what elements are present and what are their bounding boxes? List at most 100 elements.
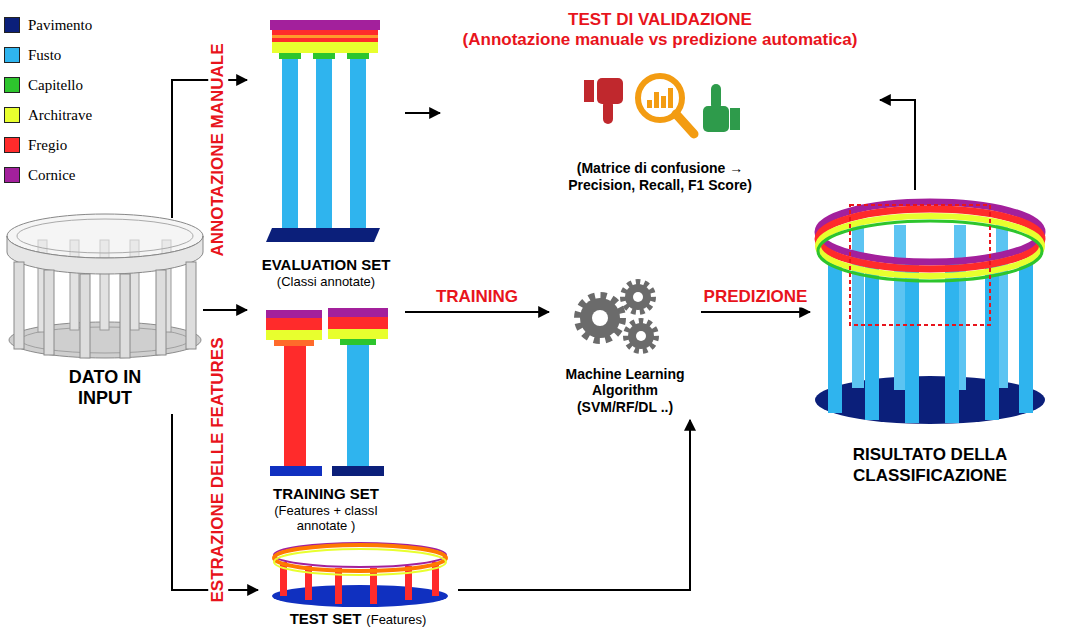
node-text: RISULTATO DELLA CLASSIFICAZIONE bbox=[830, 445, 1030, 486]
legend-text: Pavimento bbox=[28, 17, 92, 34]
test-illustration-part bbox=[405, 566, 412, 600]
flow-node: TEST DI VALIDAZIONE(Annotazione manuale … bbox=[440, 6, 880, 198]
legend-swatch bbox=[4, 167, 20, 183]
gear-icon bbox=[578, 282, 656, 351]
connector-arrow bbox=[203, 309, 247, 311]
result-illustration-part bbox=[905, 262, 919, 423]
legend-row: Cornice bbox=[4, 160, 92, 190]
section-label: ESTRAZIONE DELLE FEATURES bbox=[208, 334, 228, 605]
validation-icons-part bbox=[597, 78, 623, 104]
gear-icon-part-part bbox=[628, 323, 654, 349]
legend-text: Cornice bbox=[28, 167, 75, 184]
legend-text: Capitello bbox=[28, 77, 83, 94]
node-text: TEST SET bbox=[290, 610, 362, 628]
connector-arrow bbox=[880, 100, 915, 190]
temple-wireframe bbox=[7, 214, 203, 358]
validation-icons-part bbox=[711, 84, 721, 110]
temple-wireframe-part bbox=[80, 274, 90, 358]
connector-arrow bbox=[405, 112, 440, 114]
legend-swatch bbox=[4, 107, 20, 123]
result-illustration bbox=[815, 202, 1045, 424]
node-text: (Matrice di confusione → Precision, Reca… bbox=[553, 160, 768, 194]
legend-text: Fregio bbox=[28, 137, 67, 154]
connector-arrow bbox=[405, 311, 549, 313]
evaluation-illustration-part bbox=[347, 53, 369, 59]
gear-icon-part bbox=[623, 282, 653, 312]
test-illustration-part bbox=[305, 566, 312, 600]
training-illustration-part bbox=[328, 308, 388, 317]
legend-text: Fusto bbox=[28, 47, 61, 64]
training-illustration-part bbox=[328, 317, 388, 329]
temple-wireframe-part bbox=[17, 219, 193, 253]
validation-icons-part bbox=[730, 108, 740, 130]
result-illustration-part bbox=[945, 262, 959, 423]
result-illustration-part bbox=[894, 225, 906, 390]
evaluation-illustration-part bbox=[350, 58, 366, 228]
legend-swatch bbox=[4, 17, 20, 33]
gear-icon-part-part bbox=[623, 282, 653, 312]
temple-wireframe-part bbox=[14, 262, 24, 349]
flow-node: TRAINING SET(Features + classI annotate … bbox=[247, 300, 405, 538]
validation-icons-part bbox=[676, 114, 694, 134]
flow-node: DATO IN INPUT bbox=[7, 218, 203, 414]
temple-wireframe-part bbox=[44, 270, 54, 355]
result-illustration-part bbox=[865, 262, 879, 420]
result-illustration-part bbox=[1019, 262, 1033, 413]
gear-icon-part bbox=[626, 321, 656, 351]
training-illustration-part bbox=[328, 329, 388, 339]
validation-icons-part bbox=[603, 100, 613, 124]
node-text: (Annotazione manuale vs predizione autom… bbox=[463, 30, 858, 50]
training-illustration-part bbox=[347, 345, 369, 466]
section-label: ANNOTAZIONE MANUALE bbox=[208, 40, 228, 259]
test-illustration-part bbox=[370, 568, 377, 604]
legend-text: Architrave bbox=[28, 107, 92, 124]
legend-row: Pavimento bbox=[4, 10, 92, 40]
training-illustration bbox=[266, 308, 388, 476]
legend: PavimentoFustoCapitelloArchitraveFregioC… bbox=[4, 10, 92, 190]
gear-icon-part-part bbox=[592, 310, 608, 326]
gear-icon-part bbox=[578, 296, 622, 340]
gear-icon-part-part bbox=[626, 321, 656, 351]
temple-wireframe-part bbox=[120, 274, 130, 358]
training-illustration-part bbox=[270, 466, 322, 476]
result-illustration-part bbox=[985, 262, 999, 420]
legend-swatch bbox=[4, 47, 20, 63]
result-illustration-part bbox=[818, 221, 1042, 281]
validation-icons-part bbox=[584, 80, 594, 102]
evaluation-illustration-part bbox=[313, 53, 335, 59]
node-text: TRAINING SET bbox=[273, 485, 379, 503]
validation-icons-part bbox=[661, 96, 666, 108]
temple-wireframe-part bbox=[7, 236, 203, 274]
gear-icon-part-part bbox=[636, 331, 646, 341]
result-illustration-part bbox=[818, 216, 1042, 276]
validation-icons-part bbox=[647, 100, 652, 108]
training-illustration-part bbox=[266, 330, 322, 340]
flow-node: RISULTATO DELLA CLASSIFICAZIONE bbox=[810, 190, 1050, 490]
edge-label: TRAINING bbox=[434, 287, 520, 307]
legend-row: Fusto bbox=[4, 40, 92, 70]
legend-swatch bbox=[4, 137, 20, 153]
training-illustration-part bbox=[274, 340, 314, 346]
node-text: DATO IN INPUT bbox=[43, 367, 168, 410]
gear-icon-part-part bbox=[580, 298, 620, 338]
node-text: TEST DI VALIDAZIONE bbox=[568, 10, 752, 30]
node-text: (Classi annotate) bbox=[253, 274, 399, 290]
training-illustration-part bbox=[284, 346, 306, 466]
result-illustration-part bbox=[850, 205, 990, 325]
training-illustration-part bbox=[340, 339, 376, 345]
temple-wireframe-part bbox=[156, 270, 166, 355]
evaluation-illustration-part bbox=[279, 53, 301, 59]
node-text: Machine Learning Algorithm (SVM/RF/DL ..… bbox=[555, 366, 695, 416]
node-text: EVALUATION SET bbox=[262, 256, 391, 274]
evaluation-illustration-part bbox=[270, 20, 380, 30]
test-illustration-part bbox=[272, 585, 448, 607]
gear-icon-part-part bbox=[633, 292, 643, 302]
flow-node: TEST SET(Features) bbox=[258, 540, 458, 632]
result-illustration-part bbox=[815, 376, 1045, 424]
training-illustration-part bbox=[266, 318, 322, 330]
training-illustration-part bbox=[332, 466, 384, 476]
legend-row: Fregio bbox=[4, 130, 92, 160]
temple-wireframe-part bbox=[186, 262, 196, 349]
node-text: (Features + classI annotate ) bbox=[253, 503, 399, 534]
